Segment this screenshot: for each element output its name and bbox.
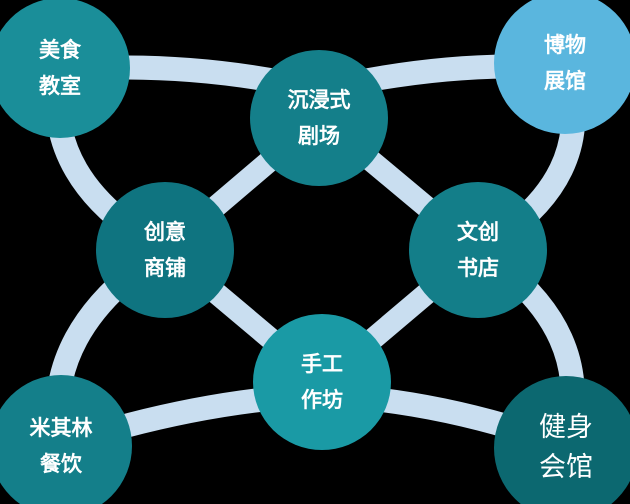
node-museum: 博物 展馆	[494, 0, 630, 134]
node-michelin: 米其林 餐饮	[0, 375, 132, 504]
node-label: 商铺	[144, 256, 186, 280]
node-label: 餐饮	[40, 452, 82, 476]
node-label: 会馆	[539, 452, 593, 483]
node-label: 米其林	[29, 416, 93, 440]
node-label: 展馆	[544, 69, 586, 93]
node-label: 教室	[39, 74, 81, 98]
node-label: 剧场	[298, 124, 340, 148]
node-workshop: 手工 作坊	[253, 314, 391, 450]
node-label: 书店	[457, 256, 499, 280]
node-label: 作坊	[301, 388, 343, 412]
node-bookstore: 文创 书店	[409, 182, 547, 318]
node-label: 健身	[539, 412, 593, 443]
node-creative-shop: 创意 商铺	[96, 182, 234, 318]
node-label: 博物	[544, 33, 586, 57]
node-theater: 沉浸式 剧场	[250, 50, 388, 186]
node-food-class: 美食 教室	[0, 0, 130, 138]
node-label: 手工	[301, 352, 343, 376]
node-label: 沉浸式	[287, 88, 351, 112]
node-label: 文创	[457, 220, 499, 244]
node-label: 美食	[39, 38, 81, 62]
node-gym: 健身 会馆	[494, 376, 630, 504]
node-label: 创意	[144, 220, 186, 244]
